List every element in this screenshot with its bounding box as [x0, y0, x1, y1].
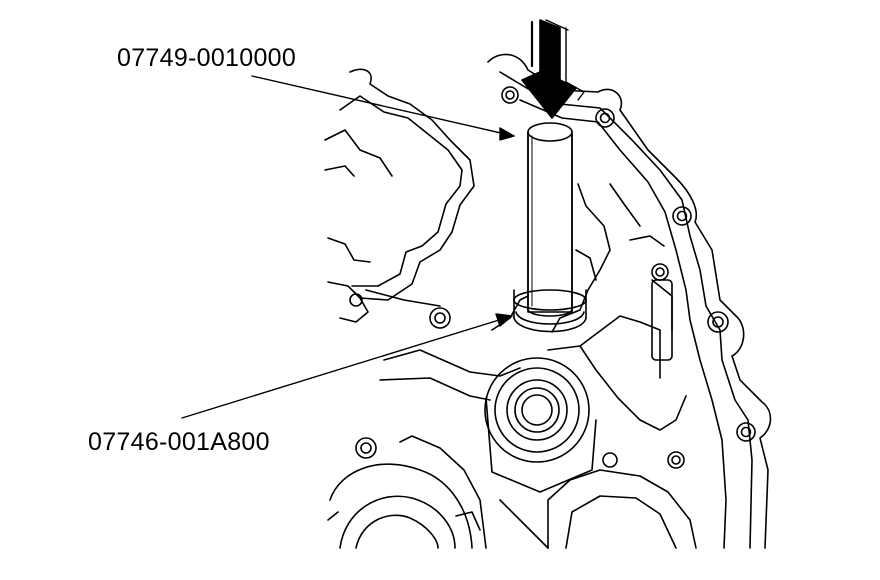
callout-label-attachment: 07746-001A800: [88, 428, 270, 456]
leader-line-bottom: [181, 315, 513, 419]
leader-lines: [181, 75, 515, 419]
lower-housing: [499, 451, 697, 549]
callout-label-driver: 07749-0010000: [117, 44, 297, 72]
attachment-ring-tool: [513, 289, 587, 333]
leader-line-top: [251, 75, 515, 137]
case-left-contour: [324, 68, 475, 329]
gear-cluster: [327, 435, 487, 549]
driver-tool-shaft: [527, 122, 573, 317]
down-arrow-icon: [521, 19, 585, 119]
bearing-assembly: [484, 357, 597, 493]
case-inner-walls: [379, 183, 687, 431]
arrowhead-top: [499, 127, 515, 141]
arrowhead-bottom: [495, 313, 513, 327]
case-housing-outline: [487, 53, 772, 549]
